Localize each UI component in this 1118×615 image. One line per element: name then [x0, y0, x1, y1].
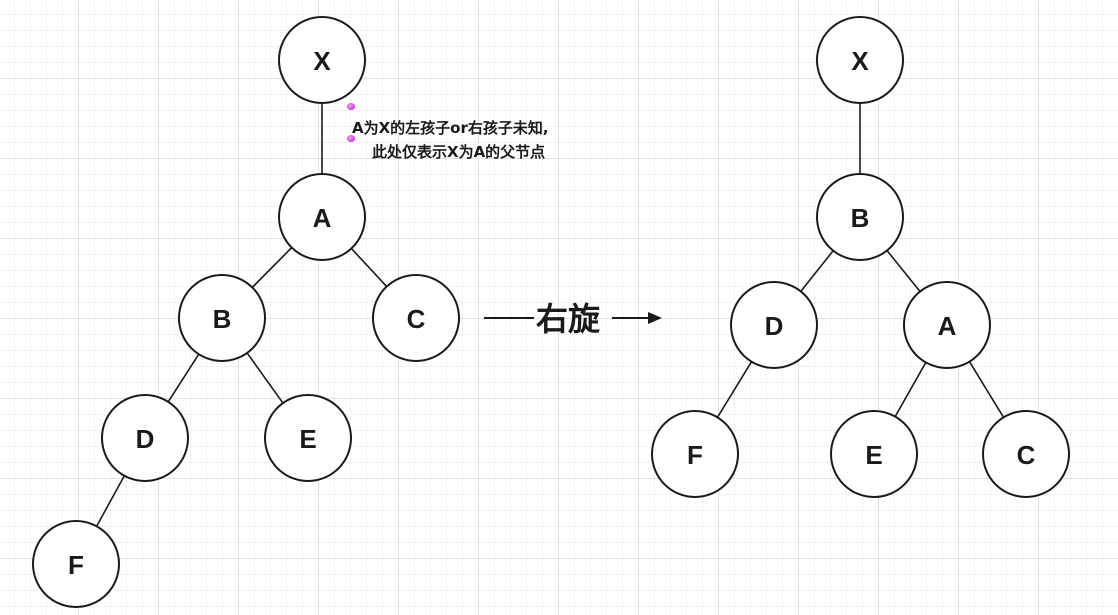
after-node-label: A: [938, 311, 957, 341]
after-node-circle: [651, 410, 739, 498]
after-node-c: C: [982, 410, 1070, 498]
after-node-b: B: [816, 173, 904, 261]
before-node-circle: [372, 274, 460, 362]
annotation-line-1: A为X的左孩子or右孩子未知,: [352, 119, 549, 137]
before-node-a: A: [278, 173, 366, 261]
before-edge-d-f: [95, 475, 126, 527]
after-node-circle: [903, 281, 991, 369]
before-node-label: C: [407, 304, 426, 334]
after-node-circle: [830, 410, 918, 498]
before-edge-b-d: [167, 353, 200, 403]
before-edge-a-c: [350, 247, 388, 288]
nodes-layer: X A B C D E F X B D A F E C: [32, 16, 1070, 608]
before-node-label: E: [299, 424, 316, 454]
after-edge-d-f: [716, 361, 753, 418]
before-node-circle: [264, 394, 352, 482]
annotation-note: A为X的左孩子or右孩子未知, 此处仅表示X为A的父节点: [352, 116, 549, 164]
after-node-circle: [982, 410, 1070, 498]
before-node-label: F: [68, 550, 84, 580]
after-node-label: X: [851, 46, 869, 76]
arrow-head-icon: [648, 312, 662, 324]
rotation-label: 右旋: [536, 300, 601, 338]
after-node-x: X: [816, 16, 904, 104]
before-node-circle: [278, 173, 366, 261]
before-node-label: D: [136, 424, 155, 454]
before-node-circle: [32, 520, 120, 608]
before-node-e: E: [264, 394, 352, 482]
before-node-circle: [101, 394, 189, 482]
after-node-label: B: [851, 203, 870, 233]
annotation-marker-top: [347, 103, 355, 110]
after-edge-a-e: [894, 362, 927, 417]
before-edge-a-b: [251, 246, 293, 289]
after-node-d: D: [730, 281, 818, 369]
before-node-d: D: [101, 394, 189, 482]
before-node-c: C: [372, 274, 460, 362]
after-node-circle: [816, 16, 904, 104]
before-node-x: X: [278, 16, 366, 104]
annotation-line-2: 此处仅表示X为A的父节点: [372, 143, 546, 161]
after-node-circle: [730, 281, 818, 369]
after-node-label: C: [1017, 440, 1036, 470]
rotation-arrow: [484, 312, 662, 324]
annotation-marker-bottom: [347, 135, 355, 142]
after-edge-a-c: [968, 361, 1005, 418]
before-node-label: B: [213, 304, 232, 334]
after-node-label: E: [865, 440, 882, 470]
after-node-e: E: [830, 410, 918, 498]
before-node-circle: [178, 274, 266, 362]
after-node-label: F: [687, 440, 703, 470]
after-node-a: A: [903, 281, 991, 369]
edges-layer: [95, 103, 1005, 527]
before-edge-b-e: [246, 352, 284, 404]
after-node-label: D: [765, 311, 784, 341]
before-node-label: X: [313, 46, 331, 76]
before-node-label: A: [313, 203, 332, 233]
after-edge-b-a: [886, 249, 921, 293]
after-node-circle: [816, 173, 904, 261]
before-node-f: F: [32, 520, 120, 608]
after-node-f: F: [651, 410, 739, 498]
before-node-b: B: [178, 274, 266, 362]
before-node-circle: [278, 16, 366, 104]
after-edge-b-d: [800, 250, 834, 292]
